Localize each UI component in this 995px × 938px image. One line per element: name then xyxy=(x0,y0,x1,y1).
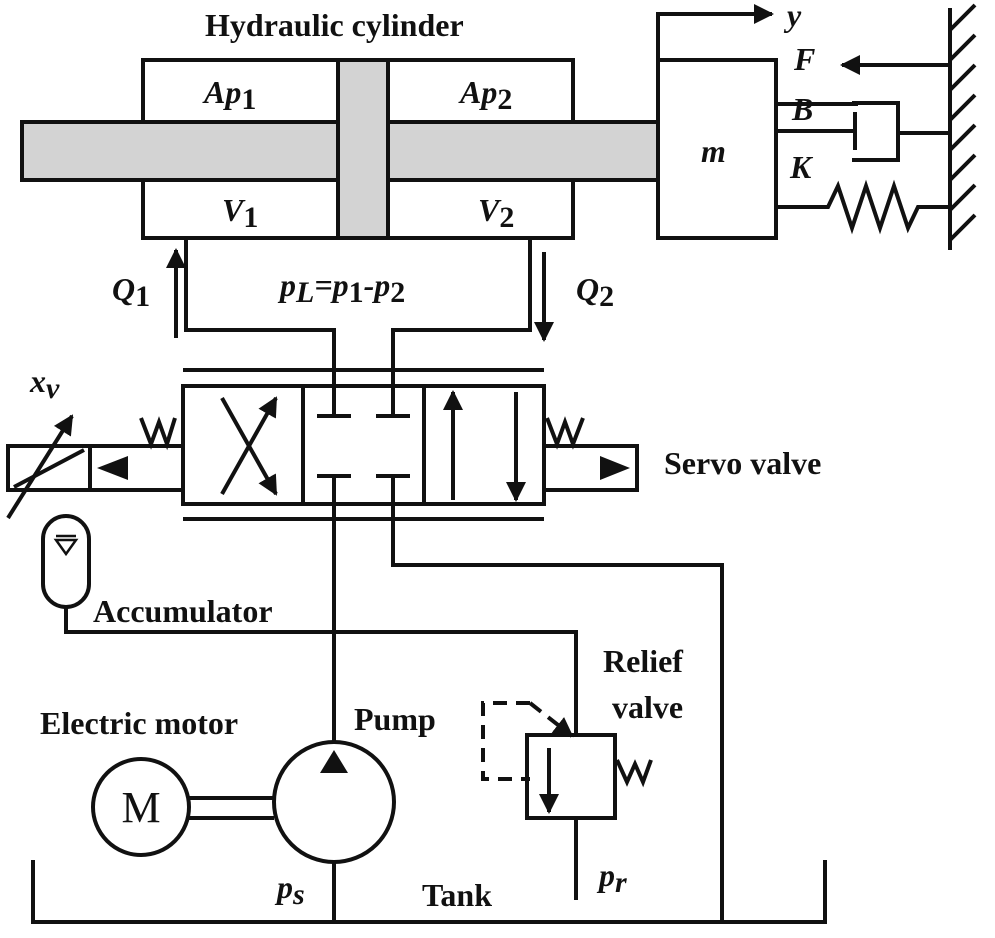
valve-actuator-right xyxy=(542,444,639,492)
chamber1-area-label: Ap1 xyxy=(202,74,256,116)
pump-arrow xyxy=(320,750,348,773)
relief-spring xyxy=(615,759,653,788)
chamber1-volume-label: V1 xyxy=(222,192,258,234)
chamber2-volume-label: V2 xyxy=(478,192,514,234)
load-assembly xyxy=(656,3,977,250)
return-pressure-label: pr xyxy=(596,857,627,899)
stiffness-label: K xyxy=(789,149,814,185)
piston-rod-right xyxy=(386,120,660,182)
chamber2-area-label: Ap2 xyxy=(458,74,512,116)
mass-block xyxy=(656,58,778,240)
servo-valve-label: Servo valve xyxy=(664,445,821,481)
force-label: F xyxy=(793,41,815,77)
line-b xyxy=(391,238,532,390)
proportional-solenoid xyxy=(6,444,92,492)
displacement-label: y xyxy=(783,0,802,33)
pump-motor-group xyxy=(91,740,396,864)
motor-symbol-letter: M xyxy=(121,783,160,832)
displacement-arrow xyxy=(656,4,774,58)
pump-symbol xyxy=(272,740,396,864)
valve-body xyxy=(181,384,546,506)
cylinder-lines xyxy=(166,238,554,390)
line-a xyxy=(184,238,336,390)
electric-motor-label: Electric motor xyxy=(40,705,238,741)
relief-valve-label-line1: Relief xyxy=(603,643,683,679)
relief-valve-symbol xyxy=(481,701,653,820)
motor-symbol xyxy=(91,757,191,857)
accumulator-line xyxy=(64,607,578,735)
tank-label: Tank xyxy=(422,877,492,913)
accumulator-symbol xyxy=(41,514,91,609)
load-pressure-equation: pL=p1-p2 xyxy=(277,267,405,309)
hydraulic-cylinder xyxy=(20,58,660,240)
mass-label: m xyxy=(701,133,726,169)
servo-valve xyxy=(6,368,639,521)
fixed-wall xyxy=(948,3,977,250)
piston xyxy=(336,58,390,240)
damper-symbol xyxy=(776,101,950,162)
return-line xyxy=(391,476,724,922)
supply-return-lines xyxy=(64,476,724,922)
flow1-label: Q1 xyxy=(112,271,150,313)
supply-pressure-label: ps xyxy=(274,869,305,911)
relief-valve-label-line2: valve xyxy=(612,689,683,725)
pump-label: Pump xyxy=(354,701,436,737)
cylinder-title: Hydraulic cylinder xyxy=(205,7,464,43)
damping-label: B xyxy=(791,91,813,127)
piston-rod-left xyxy=(20,120,340,182)
valve-spring-right xyxy=(545,416,585,450)
tank-symbol xyxy=(31,860,827,924)
flow2-label: Q2 xyxy=(576,271,614,313)
spring-symbol xyxy=(776,179,950,235)
valve-spring-left xyxy=(139,416,177,451)
accumulator-label: Accumulator xyxy=(93,593,273,629)
spool-displacement-label: xv xyxy=(29,363,60,405)
